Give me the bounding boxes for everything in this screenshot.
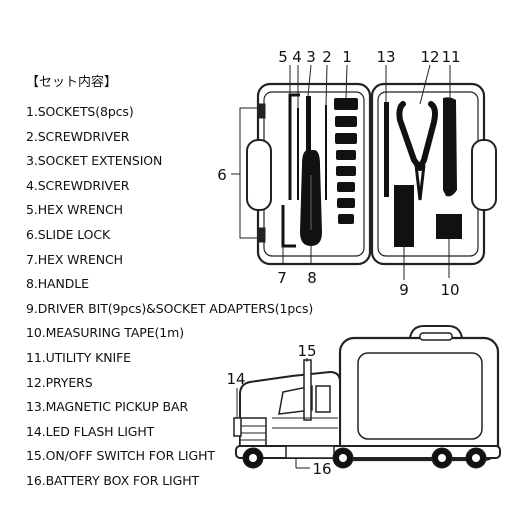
list-item: 15.ON/OFF SWITCH FOR LIGHT	[26, 448, 215, 464]
list-item: 9.DRIVER BIT(9pcs)&SOCKET ADAPTERS(1pcs)	[26, 300, 314, 316]
truck-leader-lines	[236, 358, 310, 469]
case-leader-lines	[231, 64, 451, 280]
callout-7: 7	[277, 269, 287, 287]
socket	[334, 98, 358, 110]
list-item: 14.LED FLASH LIGHT	[26, 423, 155, 439]
socket	[335, 116, 357, 127]
list-item: 7.HEX WRENCH	[26, 251, 123, 267]
list-item: 11.UTILITY KNIFE	[26, 349, 131, 365]
magnetic-pickup-bar-13	[384, 102, 389, 197]
callout-13: 13	[376, 48, 395, 66]
socket	[337, 198, 355, 208]
led-flash-light	[233, 417, 242, 437]
list-item: 12.PRYERS	[26, 374, 93, 390]
callout-10: 10	[440, 281, 459, 299]
hinge-top	[257, 103, 266, 119]
callout-11: 11	[441, 48, 460, 66]
socket-extension-3	[306, 96, 311, 176]
callout-9: 9	[399, 281, 409, 299]
socket	[335, 133, 357, 144]
pliers-12-handle-b	[417, 101, 438, 171]
case-left-handle	[246, 139, 272, 211]
list-item: 5.HEX WRENCH	[26, 202, 123, 218]
bit-holder-9	[394, 185, 414, 247]
pliers-12-jaws	[414, 164, 426, 201]
socket	[336, 166, 356, 176]
callout-16: 16	[312, 460, 331, 478]
socket	[337, 182, 355, 192]
callout-3: 3	[306, 48, 316, 66]
list-item: 3.SOCKET EXTENSION	[26, 153, 163, 169]
list-item: 16.BATTERY BOX FOR LIGHT	[26, 472, 200, 488]
callout-1: 1	[342, 48, 352, 66]
socket	[338, 214, 354, 224]
list-item: 8.HANDLE	[26, 276, 89, 292]
callout-4: 4	[292, 48, 302, 66]
list-item: 13.MAGNETIC PICKUP BAR	[26, 399, 189, 415]
right-half-tools	[384, 97, 462, 247]
callout-5: 5	[278, 48, 288, 66]
battery-box	[285, 445, 335, 459]
truck-callouts: 14 15 16	[226, 342, 331, 478]
hinge-bottom	[257, 227, 266, 243]
utility-knife-11	[443, 97, 457, 197]
exhaust-stack	[303, 359, 312, 421]
measuring-tape-10	[436, 214, 462, 239]
list-item: 10.MEASURING TAPE(1m)	[26, 325, 185, 341]
trailer-panel	[357, 352, 483, 440]
case-right-handle	[471, 139, 497, 211]
callout-2: 2	[322, 48, 332, 66]
trailer-handle	[409, 325, 463, 339]
callout-12: 12	[420, 48, 439, 66]
list-item: 4.SCREWDRIVER	[26, 177, 130, 193]
list-item: 2.SCREWDRIVER	[26, 128, 130, 144]
pliers-12-handle-a	[396, 101, 423, 171]
list-item: 6.SLIDE LOCK	[26, 226, 111, 242]
list-item: 1.SOCKETS(8pcs)	[26, 104, 134, 119]
callout-14: 14	[226, 370, 245, 388]
contents-title: 【セット内容】	[26, 75, 118, 90]
callout-6: 6	[217, 166, 227, 184]
truck-side-window	[315, 385, 331, 413]
truck-chassis	[235, 445, 501, 459]
socket	[336, 150, 356, 160]
truck-case	[233, 325, 501, 469]
case-callouts: 5 4 3 2 1 13 12 11 6 7 8 9 10	[217, 48, 460, 299]
contents-list: 【セット内容】 1.SOCKETS(8pcs) 2.SCREWDRIVER 3.…	[26, 72, 326, 494]
callout-8: 8	[307, 269, 317, 287]
callout-15: 15	[297, 342, 316, 360]
trailer-handle-grip	[419, 332, 453, 341]
